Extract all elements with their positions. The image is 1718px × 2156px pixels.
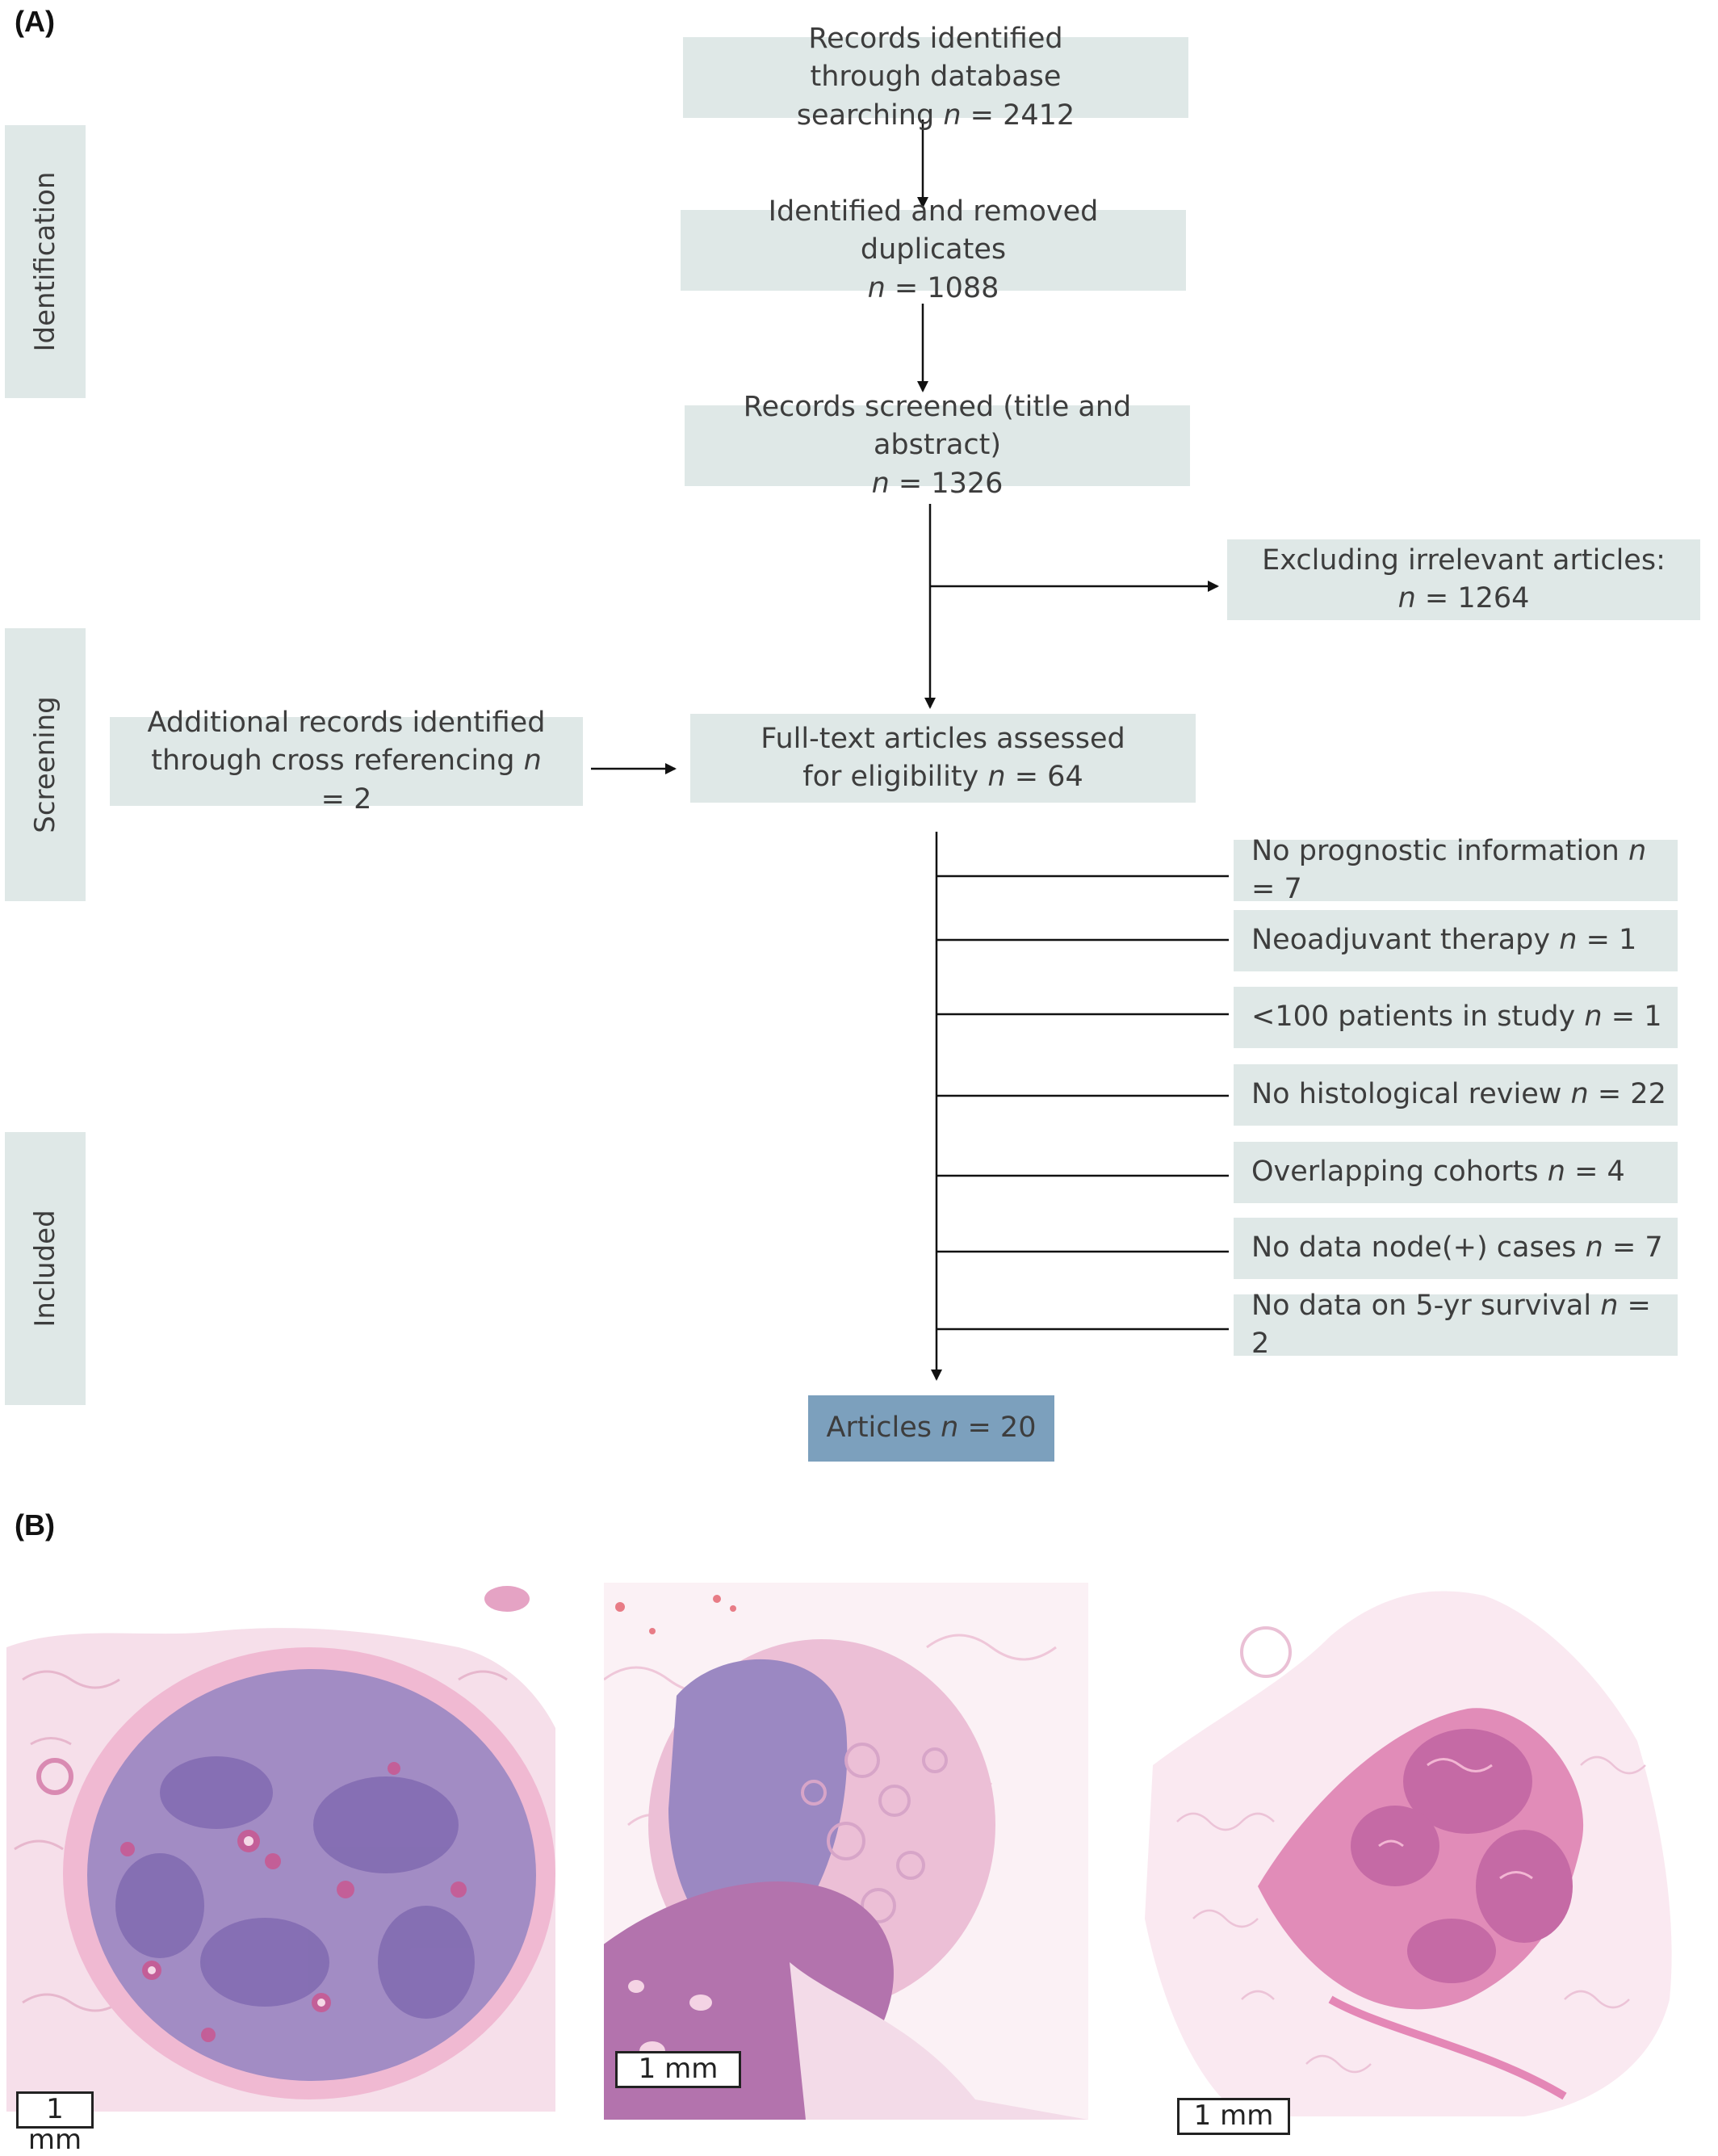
exclusion-text: No data node(+) cases	[1251, 1231, 1577, 1265]
exclusion-box: No histological review n = 22	[1234, 1064, 1678, 1126]
exclusion-n: n	[1600, 1289, 1619, 1322]
articles-value: = 20	[967, 1411, 1037, 1445]
exclusion-n: n	[1559, 924, 1578, 957]
excluded-n: n	[1397, 582, 1416, 615]
panel-label-b: (B)	[15, 1508, 55, 1541]
scale-bar-1: 1 mm	[16, 2091, 94, 2155]
additional-n: n	[523, 745, 542, 778]
scale-bar-2: 1 mm	[615, 2051, 741, 2088]
records-identified-value: = 2412	[970, 99, 1075, 132]
box-screened: Records screened (title and abstract) n =…	[685, 391, 1190, 500]
micrograph-1	[6, 1583, 555, 2112]
fulltext-value: = 64	[1014, 761, 1083, 793]
records-identified-text: Records identified through database sear…	[796, 23, 1063, 132]
duplicates-n: n	[867, 271, 886, 304]
articles-text: Articles	[826, 1411, 932, 1445]
flow-connectors	[591, 120, 1229, 1381]
additional-text: Additional records identified through cr…	[147, 707, 546, 778]
exclusion-value: = 4	[1574, 1156, 1625, 1189]
box-excluded: Excluding irrelevant articles: n = 1264	[1227, 539, 1700, 620]
box-duplicates: Identified and removed duplicates n = 108…	[681, 195, 1186, 304]
fulltext-text: Full-text articles assessed for eligibil…	[761, 722, 1125, 793]
stage-identification: Identification	[5, 125, 86, 398]
micrograph-3-image	[1145, 1579, 1686, 2120]
duplicates-text: Identified and removed duplicates	[768, 195, 1099, 266]
stage-included: Included	[5, 1132, 86, 1405]
micrograph-1-image	[6, 1583, 555, 2112]
screened-text: Records screened (title and abstract)	[743, 391, 1132, 462]
exclusion-text: Neoadjuvant therapy	[1251, 924, 1551, 957]
articles-n: n	[941, 1411, 959, 1445]
exclusion-box: Neoadjuvant therapy n = 1	[1234, 910, 1678, 971]
micrograph-3	[1145, 1579, 1686, 2120]
duplicates-value: = 1088	[894, 271, 999, 304]
box-records-identified: Records identified through database sear…	[683, 23, 1188, 132]
micrograph-2	[604, 1583, 1088, 2120]
exclusion-n: n	[1584, 1000, 1603, 1034]
exclusion-text: Overlapping cohorts	[1251, 1156, 1539, 1189]
box-articles: Articles n = 20	[808, 1395, 1054, 1462]
exclusion-value: = 1	[1586, 924, 1637, 957]
exclusion-text: No histological review	[1251, 1078, 1562, 1111]
exclusion-value: = 7	[1611, 1231, 1663, 1265]
exclusion-box: No data on 5-yr survival n = 2	[1234, 1290, 1678, 1360]
exclusion-n: n	[1628, 834, 1647, 867]
exclusion-text: No prognostic information	[1251, 834, 1620, 867]
box-fulltext: Full-text articles assessed for eligibil…	[690, 714, 1196, 803]
exclusion-box: <100 patients in study n = 1	[1234, 987, 1678, 1048]
exclusion-n: n	[1547, 1156, 1565, 1189]
exclusion-box: No prognostic information n = 7	[1234, 835, 1678, 905]
exclusion-box: No data node(+) cases n = 7	[1234, 1218, 1678, 1279]
panel-label-a: (A)	[15, 5, 55, 38]
records-identified-n: n	[943, 99, 962, 132]
exclusion-value: = 2	[1251, 1289, 1651, 1360]
exclusion-text: No data on 5-yr survival	[1251, 1289, 1592, 1322]
screened-n: n	[871, 467, 890, 500]
stage-screening: Screening	[5, 628, 86, 901]
exclusion-n: n	[1585, 1231, 1603, 1265]
exclusion-value: = 7	[1251, 873, 1302, 905]
exclusion-value: = 22	[1597, 1078, 1666, 1111]
excluded-text: Excluding irrelevant articles:	[1262, 543, 1666, 577]
exclusion-value: = 1	[1611, 1000, 1662, 1034]
additional-value: = 2	[321, 782, 372, 816]
exclusion-text: <100 patients in study	[1251, 1000, 1576, 1034]
fulltext-n: n	[987, 761, 1006, 793]
screened-value: = 1326	[898, 467, 1004, 500]
exclusion-n: n	[1570, 1078, 1589, 1111]
scale-bar-3: 1 mm	[1177, 2098, 1290, 2135]
box-additional-records: Additional records identified through cr…	[110, 707, 583, 816]
micrograph-2-image	[604, 1583, 1088, 2120]
exclusion-box: Overlapping cohorts n = 4	[1234, 1142, 1678, 1203]
excluded-value: = 1264	[1424, 582, 1530, 615]
